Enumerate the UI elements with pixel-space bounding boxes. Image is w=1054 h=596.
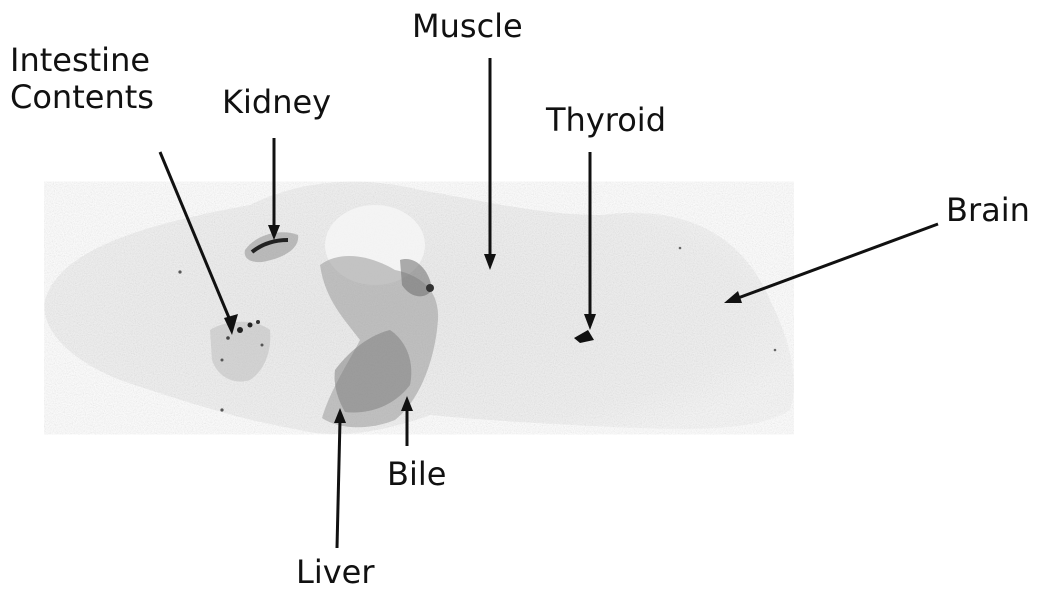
label-bile: Bile [387, 456, 446, 493]
label-intestine-line2: Contents [10, 79, 154, 116]
label-thyroid: Thyroid [546, 102, 666, 139]
label-kidney: Kidney [222, 84, 331, 121]
label-muscle: Muscle [412, 8, 523, 45]
label-liver: Liver [296, 554, 375, 591]
label-intestine-contents: Intestine Contents [10, 42, 154, 116]
label-brain: Brain [946, 192, 1030, 229]
label-intestine-line1: Intestine [10, 42, 154, 79]
